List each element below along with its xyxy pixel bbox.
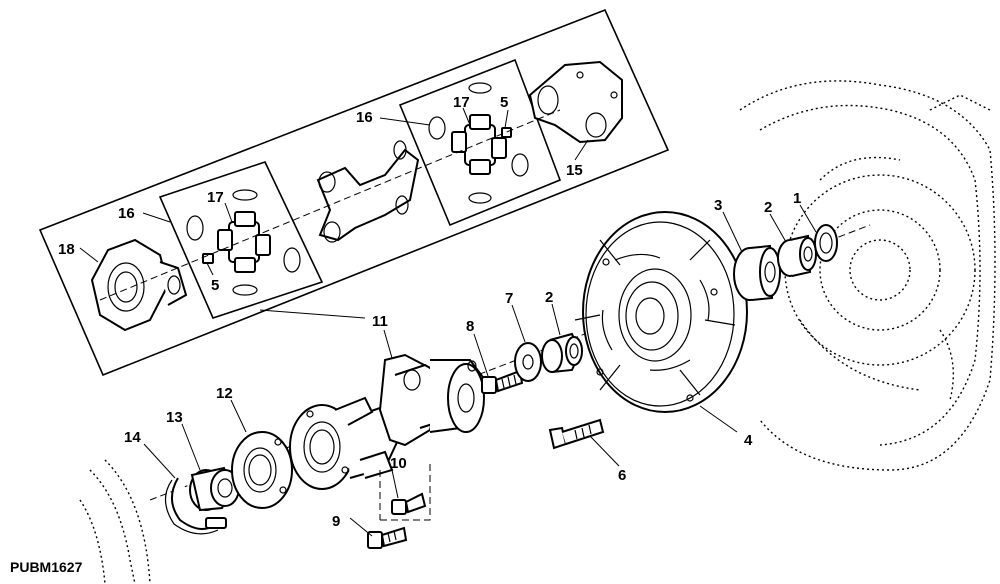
callout-2-upper: 2	[764, 199, 772, 216]
callout-5-left: 5	[211, 277, 219, 294]
part-7-washer	[514, 342, 542, 382]
callout-17-right: 17	[453, 94, 470, 111]
part-11-driveshaft	[289, 353, 487, 490]
slip-yoke	[316, 140, 420, 243]
bolt-guide-lines	[379, 460, 431, 521]
callout-3: 3	[714, 197, 722, 214]
callout-16-right: 16	[356, 109, 373, 126]
part-2-bushing-upper	[777, 234, 817, 277]
part-6-bolt	[548, 418, 605, 450]
part-13-coupling	[189, 466, 240, 512]
part-1-seal-ring	[814, 224, 838, 262]
part-3-spacer	[733, 244, 781, 301]
part-8-bolt	[481, 369, 524, 394]
part-4-damper-plate	[574, 211, 748, 413]
callout-labels: 1 2 3 4 2 6 7 8 9 10 11 12 13 14 15 16 1…	[58, 94, 801, 530]
callout-14: 14	[124, 429, 141, 446]
right-cross-assembly	[428, 82, 529, 204]
callout-6: 6	[618, 467, 626, 484]
callout-10: 10	[390, 455, 407, 472]
engine-housing-outline	[739, 80, 996, 471]
callout-1: 1	[793, 190, 801, 207]
callout-18: 18	[58, 241, 75, 258]
part-10-bolt	[391, 492, 427, 515]
callout-7: 7	[505, 290, 513, 307]
callout-17-left: 17	[207, 189, 224, 206]
part-12-splined-hub	[231, 431, 293, 509]
part-9-bolt	[367, 526, 408, 549]
figure-code: PUBM1627	[10, 559, 83, 575]
left-cross-assembly	[186, 189, 301, 296]
part-2-bushing-lower	[541, 332, 583, 373]
callout-2-lower: 2	[545, 289, 553, 306]
callout-11: 11	[372, 313, 388, 330]
callout-5-right: 5	[500, 94, 508, 111]
callout-9: 9	[332, 513, 340, 530]
callout-15: 15	[566, 162, 583, 179]
callout-16-left: 16	[118, 205, 135, 222]
left-housing-outline	[79, 459, 151, 584]
inset-centerline	[99, 109, 561, 301]
callout-13: 13	[166, 409, 183, 426]
leader-lines	[79, 107, 817, 537]
part-15-flange-yoke	[528, 60, 623, 144]
callout-4: 4	[744, 432, 753, 449]
callout-12: 12	[216, 385, 233, 402]
callout-8: 8	[466, 318, 474, 335]
